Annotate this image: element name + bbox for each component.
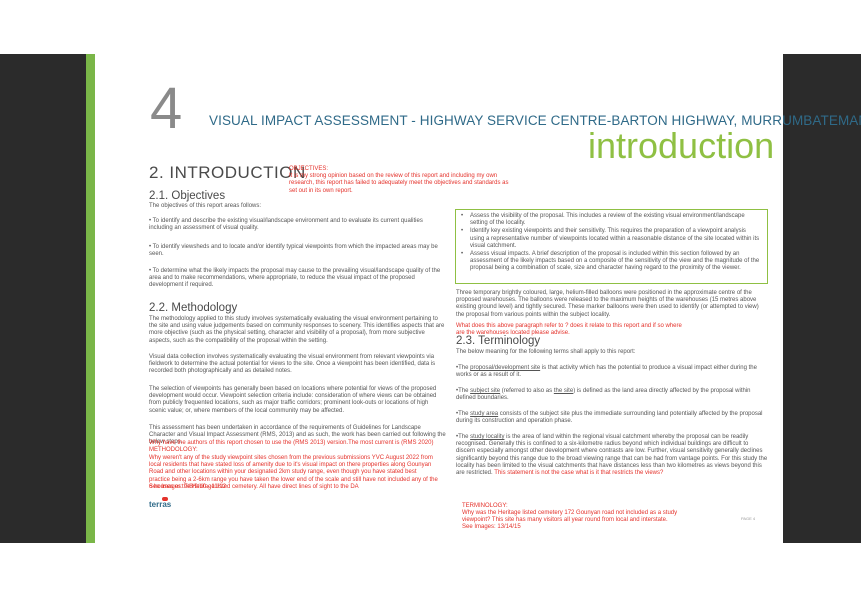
methodology-heading: 2.2. Methodology <box>149 302 238 314</box>
term-proposal-site: •The proposal/development site is that a… <box>456 365 757 379</box>
methodology-see-images: See Images: 7/8/9/10 - 11/12 <box>149 484 226 490</box>
terminology-heading: 2.3. Terminology <box>456 335 541 347</box>
methodology-paragraph-1: The methodology applied to this study in… <box>149 316 445 344</box>
methodology-paragraph-2: Visual data collection involves systemat… <box>149 354 436 375</box>
bullet-icon: • <box>461 228 464 235</box>
objectives-lead: The objectives of this report areas foll… <box>149 203 262 209</box>
methodology-rms-question: Why have the authors of this report chos… <box>149 440 434 446</box>
objectives-note-text: It is my strong opinion based on the rev… <box>289 173 509 194</box>
left-dark-margin <box>0 54 86 543</box>
term-study-locality: •The study locality is the area of land … <box>456 434 768 477</box>
term-subject-site: •The subject site (referred to also as t… <box>456 388 751 402</box>
objectives-note-title: OBJECTIVES: <box>289 166 329 172</box>
methodology-note-title: METHODOLOGY: <box>149 447 198 453</box>
objective-item-2: • To identify viewsheds and to locate an… <box>149 244 438 258</box>
methodology-note-text: Why weren't any of the study viewpoint s… <box>149 455 438 490</box>
term-study-area: •The study area consists of the subject … <box>456 411 763 425</box>
terminology-note-title: TERMINOLOGY: <box>462 503 508 509</box>
introduction-heading: 2. INTRODUCTION <box>149 163 306 182</box>
section-word: introduction <box>588 125 775 166</box>
step-item: •Assess visual impacts. A brief descript… <box>461 251 760 272</box>
steps-box: •Assess the visibility of the proposal. … <box>455 209 768 284</box>
terminology-note-text: Why was the Heritage listed cemetery 172… <box>462 510 678 524</box>
logo-mark-icon <box>162 497 168 501</box>
bullet-icon: • <box>461 213 464 219</box>
balloons-paragraph: Three temporary brightly coloured, large… <box>456 290 759 318</box>
terminology-lead: The below meaning for the following term… <box>456 349 636 355</box>
right-dark-margin <box>783 54 861 543</box>
bullet-icon: • <box>461 251 464 258</box>
page-number: PAGE 4 <box>741 516 756 521</box>
methodology-paragraph-3: The selection of viewpoints has generall… <box>149 386 437 414</box>
objective-item-3: • To determine what the likely impacts t… <box>149 268 441 289</box>
balloons-question: What does this above paragraph refer to … <box>456 323 682 337</box>
methodology-paragraph-4: This assessment has been undertaken in a… <box>149 425 446 446</box>
terminology-see-images: See Images: 13/14/15 <box>462 524 521 530</box>
objectives-heading: 2.1. Objectives <box>149 190 226 202</box>
left-green-stripe <box>86 54 95 543</box>
chapter-number: 4 <box>150 76 183 141</box>
page-header-title: VISUAL IMPACT ASSESSMENT - HIGHWAY SERVI… <box>209 113 861 128</box>
company-logo: terras <box>149 500 172 509</box>
objectives-note: OBJECTIVES: It is my strong opinion base… <box>289 166 514 195</box>
step-item: •Identify key existing viewpoints and th… <box>461 228 760 249</box>
objective-item-1: • To identify and describe the existing … <box>149 218 423 232</box>
step-item: •Assess the visibility of the proposal. … <box>461 213 745 227</box>
